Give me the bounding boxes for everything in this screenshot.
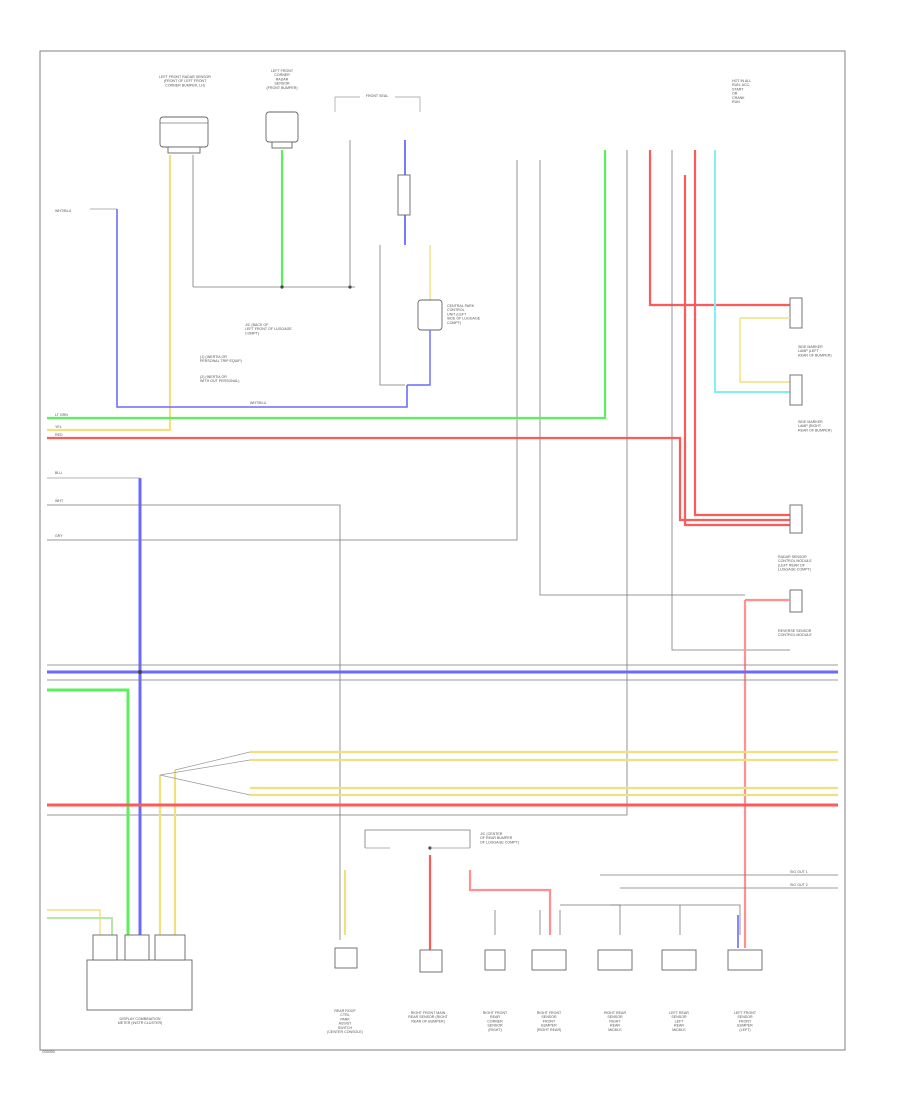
svg-text:SIG OUT 2: SIG OUT 2: [790, 883, 808, 887]
wire-red-right-1: [648, 150, 790, 307]
wht-blu-top-label: WHT/BLU: [55, 209, 72, 213]
svg-text:GRY: GRY: [55, 534, 63, 538]
top-left-sensor-label: LEFT FRONT RADAR SENSOR(FRONT OF LEFT FR…: [159, 75, 211, 87]
svg-text:LT GRN: LT GRN: [55, 413, 68, 417]
wire-blue-left: [116, 209, 408, 408]
wire-red-horizontal-1: [47, 436, 790, 522]
svg-text:RED: RED: [55, 433, 63, 437]
front-seal-label: FRONT SEAL: [366, 94, 389, 98]
wire-green-lower: [47, 688, 130, 935]
top-left-sensor: LEFT FRONT RADAR SENSOR(FRONT OF LEFT FR…: [159, 75, 211, 154]
diagram-frame: [39, 50, 846, 1051]
wire-yellow-left-sensor: [47, 155, 172, 432]
svg-text:WHT/BLU: WHT/BLU: [250, 401, 267, 405]
wire-red-right-3: [683, 175, 790, 527]
svg-text:SIG OUT 1: SIG OUT 1: [790, 870, 808, 874]
wire-cyan-right: [714, 150, 790, 393]
wire-red-right-2: [693, 150, 790, 517]
svg-text:BLU: BLU: [55, 471, 62, 475]
wire-green-top-right: [47, 150, 607, 420]
footer-code: G00000: [42, 1050, 55, 1054]
svg-text:YEL: YEL: [55, 425, 62, 429]
svg-text:WHT: WHT: [55, 499, 64, 503]
front-seal-box: FRONT SEAL: [334, 94, 421, 112]
